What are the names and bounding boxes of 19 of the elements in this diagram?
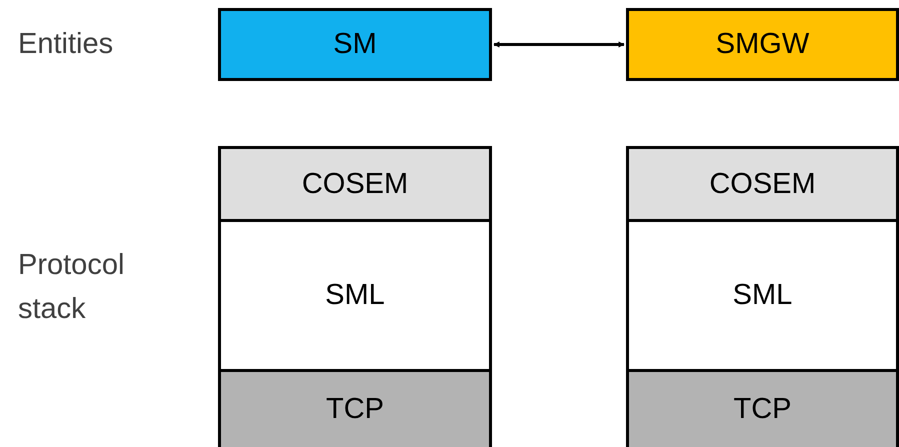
protocol-layer-box (626, 219, 899, 372)
protocol-layer-box (626, 146, 899, 222)
row-label: Entities (18, 27, 114, 62)
row-label: Protocol stack (18, 248, 126, 327)
box-label: SML (325, 278, 385, 314)
box-label: SML (732, 278, 792, 314)
box-label: TCP (326, 392, 384, 428)
protocol-layer-box (218, 369, 492, 447)
box-label: SMGW (716, 27, 810, 62)
protocol-layer-box (218, 219, 492, 372)
box-label: TCP (734, 392, 792, 428)
protocol-layer-box (626, 369, 899, 447)
entity-box (218, 8, 492, 81)
entity-box (626, 8, 899, 81)
box-label: COSEM (302, 166, 408, 202)
box-label: SM (333, 27, 377, 62)
double-arrow (493, 42, 625, 48)
protocol-layer-box (218, 146, 492, 222)
box-label: COSEM (709, 166, 816, 202)
